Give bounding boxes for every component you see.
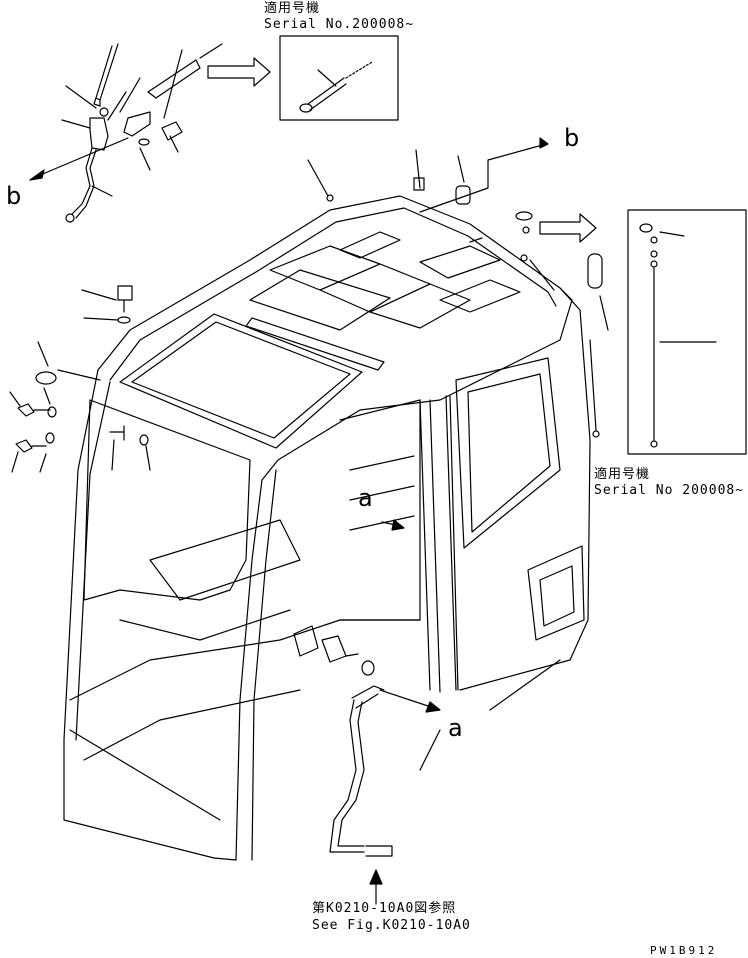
callout-a-bottom: a [448, 714, 463, 742]
labels: 適用号機 Serial No.200008~ 適用号機 Serial No 20… [6, 0, 744, 957]
part-code: PW1B912 [650, 944, 717, 957]
callout-b-top: b [564, 124, 579, 152]
serial-note-right-jp: 適用号機 [594, 466, 650, 482]
detail-box-top [279, 35, 399, 121]
top-left-bracket-detail [29, 43, 271, 223]
callout-b-left: b [6, 182, 21, 210]
left-fasteners [9, 285, 151, 473]
callout-a-mid: a [358, 484, 373, 512]
right-antenna-detail [419, 137, 747, 455]
cab-frame [63, 195, 591, 861]
grab-handle [293, 519, 561, 905]
roof-small-parts [307, 149, 471, 205]
reference-note-en: See Fig.K0210-10A0 [312, 918, 471, 933]
reference-note-jp: 第K0210-10A0図参照 [312, 900, 456, 916]
serial-note-top-en: Serial No.200008~ [264, 17, 414, 32]
serial-note-right-en: Serial No 200008~ [594, 483, 744, 498]
serial-note-top-jp: 適用号機 [264, 0, 320, 16]
